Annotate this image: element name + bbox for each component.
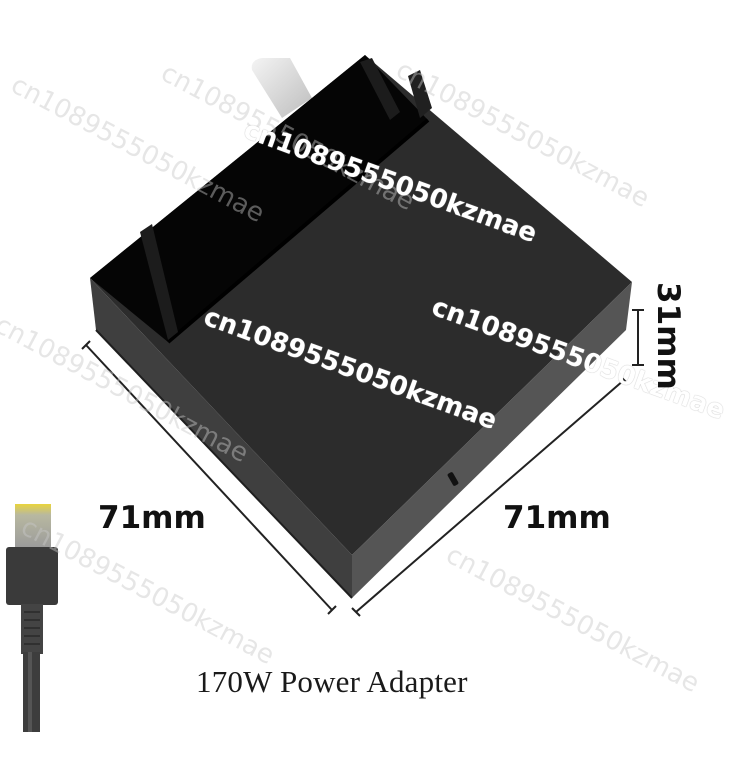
length-dimension-label: 71mm [98,500,206,536]
width-dimension-label: 71mm [503,500,611,536]
ac-prong [251,58,312,118]
connector-plug [6,504,58,732]
height-dimension-label: 31mm [650,282,686,390]
dc-port [447,472,459,486]
product-caption: 170W Power Adapter [196,664,468,699]
adapter-body [90,55,632,599]
dimension-lines [81,309,644,617]
